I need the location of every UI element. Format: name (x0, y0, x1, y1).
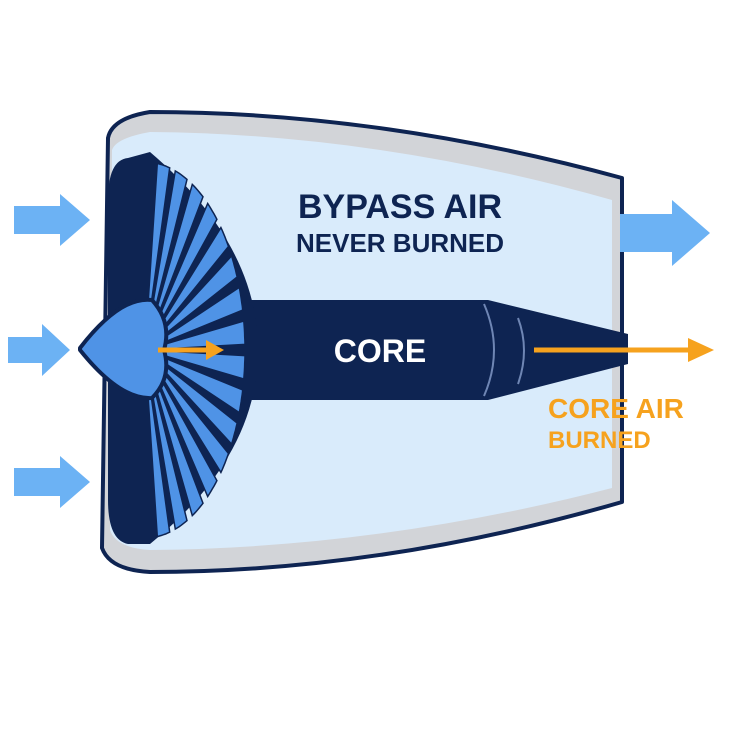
fan-blade (155, 201, 218, 329)
inlet-arrow-bottom (14, 456, 90, 508)
fan-blade (159, 254, 239, 339)
fan-blade (152, 376, 204, 518)
core-segment-line-nozzle (517, 317, 525, 385)
bypass-air-label: BYPASS AIR (298, 188, 502, 226)
fan-blade (149, 379, 188, 531)
fan-blade (155, 371, 218, 499)
fan-spinner (78, 297, 169, 401)
fan-blade (162, 350, 246, 380)
never-burned-label: NEVER BURNED (296, 228, 504, 258)
core-segment-line-rear (483, 303, 495, 397)
fan-blade (146, 162, 171, 319)
fan-blade (146, 381, 171, 538)
bypass-exhaust-arrow (620, 200, 710, 266)
fan-blade (157, 367, 230, 474)
inlet-arrow-top (14, 194, 90, 246)
fan-blade (159, 361, 239, 446)
fan-blade (161, 286, 244, 344)
core-label: CORE (334, 333, 426, 369)
core-inlet-arrow-head (206, 340, 224, 360)
fan-assembly (78, 152, 258, 544)
fan-blade (152, 182, 204, 324)
fan-blade (149, 169, 188, 321)
fan-blade (161, 356, 244, 414)
fan-blade (157, 226, 230, 333)
fan-blade (162, 320, 246, 350)
core-engine (168, 300, 628, 400)
inlet-arrow-middle (8, 324, 70, 376)
burned-label: BURNED (548, 427, 651, 454)
core-exhaust-arrow-head (688, 338, 714, 362)
fan-blades (146, 162, 246, 538)
core-air-label: CORE AIR (548, 393, 684, 424)
